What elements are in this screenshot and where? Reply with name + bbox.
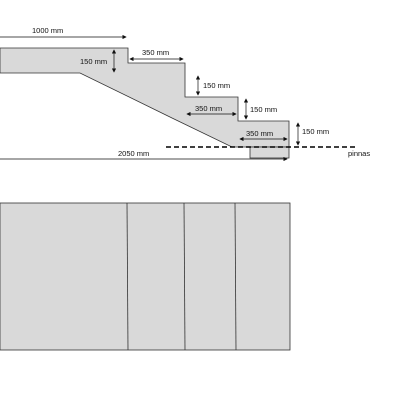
dim-top-length: 1000 mm [32,26,63,35]
dim-riser-2: 150 mm [250,105,277,114]
plan-step-line-2 [183,202,186,351]
dim-riser-1: 150 mm [203,81,230,90]
foundation-block [249,146,290,159]
plan-step-line-1 [126,202,129,351]
dim-riser-3: 150 mm [302,127,329,136]
plan-view [0,202,291,351]
stair-section-profile [0,47,290,148]
plan-step-line-3 [234,202,237,351]
dim-riser-top: 150 mm [80,57,107,66]
dim-tread-2: 350 mm [195,104,222,113]
dim-tread-1: 350 mm [142,48,169,57]
dim-total-length: 2050 mm [118,149,149,158]
dim-tread-3: 350 mm [246,129,273,138]
ground-label: pinnas [348,149,370,158]
